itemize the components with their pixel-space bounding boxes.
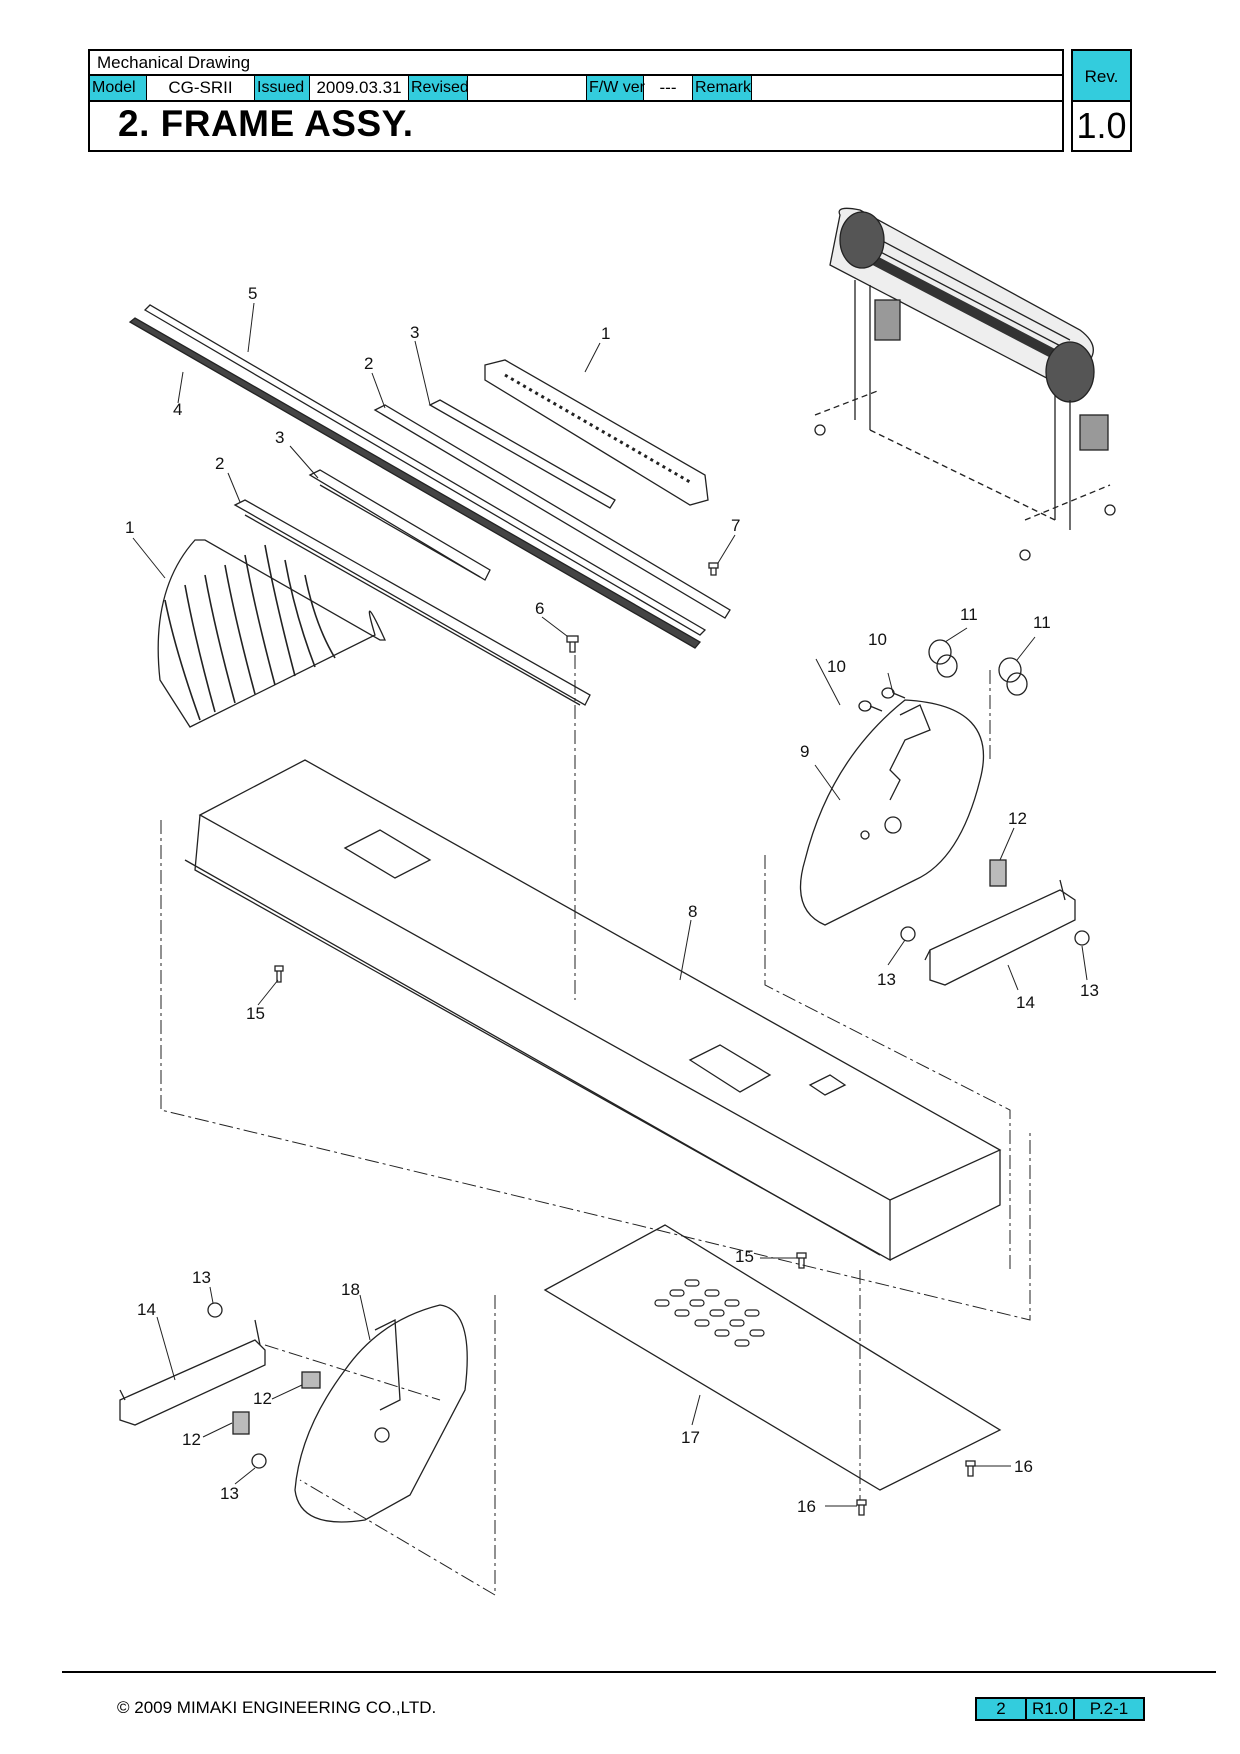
callout-12a: 12 xyxy=(1008,809,1027,828)
rev-value: 1.0 xyxy=(1076,105,1127,146)
callout-11a: 11 xyxy=(960,605,978,624)
fw-label: F/W ver xyxy=(586,76,645,100)
part-16-screw-b xyxy=(856,1499,867,1516)
part-17-bottom-plate xyxy=(543,1224,1002,1491)
part-12-pad-left-a xyxy=(301,1371,321,1389)
part-14-bracket-right xyxy=(924,879,1076,986)
part-13-screw-right-b xyxy=(1074,930,1090,946)
part-14-bracket-left xyxy=(119,1319,266,1426)
callout-1a: 1 xyxy=(601,324,610,343)
callout-15b: 15 xyxy=(735,1247,754,1266)
part-13-screw-right-a xyxy=(900,926,916,942)
part-15-screw-b xyxy=(796,1252,807,1269)
page-ref: P.2-1 xyxy=(1075,1699,1143,1719)
callout-12c: 12 xyxy=(182,1430,201,1449)
part-15-screw-a xyxy=(274,965,284,983)
callout-18: 18 xyxy=(341,1280,360,1299)
plotter-thumbnail xyxy=(814,207,1116,561)
revision-box: Rev. 1.0 xyxy=(1071,49,1132,152)
part-4-rail xyxy=(128,317,701,649)
part-11-bushing-a xyxy=(928,639,958,678)
doc-type-row: Mechanical Drawing xyxy=(90,51,1062,76)
model-value: CG-SRII xyxy=(168,78,233,97)
callout-13c: 13 xyxy=(192,1268,211,1287)
revised-value xyxy=(468,76,586,100)
assembly-guides xyxy=(160,655,1031,1596)
page-number: 2 xyxy=(977,1699,1027,1719)
callout-13d: 13 xyxy=(220,1484,239,1503)
callout-8: 8 xyxy=(688,902,697,921)
callout-13b: 13 xyxy=(1080,981,1099,1000)
callout-14b: 14 xyxy=(137,1300,156,1319)
part-5-rail xyxy=(143,304,707,636)
part-1-cover-upper xyxy=(484,359,709,506)
part-9-side-plate-right xyxy=(799,699,985,926)
callout-12b: 12 xyxy=(253,1389,272,1408)
part-1-cover-lower xyxy=(157,539,387,728)
part-7-screw xyxy=(708,562,719,576)
remark-label: Remark xyxy=(692,76,752,100)
callout-10a: 10 xyxy=(868,630,887,649)
revised-label: Revised xyxy=(408,76,469,100)
part-3-bracket-lower xyxy=(308,469,491,581)
callout-13a: 13 xyxy=(877,970,896,989)
callout-16b: 16 xyxy=(797,1497,816,1516)
part-13-screw-left-a xyxy=(207,1302,223,1318)
part-13-screw-left-b xyxy=(251,1453,267,1469)
model-label: Model xyxy=(90,76,147,100)
fw-value: --- xyxy=(659,78,677,97)
page-title: 2. FRAME ASSY. xyxy=(118,103,414,144)
info-row: Model CG-SRII Issued 2009.03.31 Revised … xyxy=(90,76,1062,102)
callout-9: 9 xyxy=(800,742,809,761)
callout-15a: 15 xyxy=(246,1004,265,1023)
title-block: Mechanical Drawing Model CG-SRII Issued … xyxy=(88,49,1064,152)
callout-3a: 3 xyxy=(410,323,419,342)
page-revision: R1.0 xyxy=(1027,1699,1075,1719)
callout-16a: 16 xyxy=(1014,1457,1033,1476)
part-3-bracket-upper xyxy=(428,399,616,509)
callout-10b: 10 xyxy=(827,657,846,676)
callout-5: 5 xyxy=(248,284,257,303)
part-12-pad-right xyxy=(989,859,1007,887)
leader-lines xyxy=(132,302,1088,1507)
part-6-screw xyxy=(566,635,579,653)
callout-11b: 11 xyxy=(1033,613,1051,632)
issued-value: 2009.03.31 xyxy=(316,78,402,97)
callout-6: 6 xyxy=(535,599,544,618)
part-11-bushing-b xyxy=(998,657,1028,696)
callout-numbers: 5 3 1 2 4 3 2 1 7 6 8 9 10 10 11 11 12 1… xyxy=(125,284,1099,1516)
callout-4: 4 xyxy=(173,400,182,419)
part-16-screw-a xyxy=(965,1460,976,1477)
callout-3b: 3 xyxy=(275,428,284,447)
part-2-bracket-upper xyxy=(373,404,731,619)
remark-value xyxy=(752,76,1052,100)
callout-14a: 14 xyxy=(1016,993,1035,1012)
part-18-side-plate-left xyxy=(294,1304,468,1523)
page-indicator: 2 R1.0 P.2-1 xyxy=(975,1697,1145,1721)
exploded-frame-drawing: 5 3 1 2 4 3 2 1 7 6 8 9 10 10 11 11 12 1… xyxy=(119,207,1116,1596)
callout-7: 7 xyxy=(731,516,740,535)
part-12-pad-left-b xyxy=(232,1411,250,1435)
issued-label: Issued xyxy=(254,76,310,100)
callout-2a: 2 xyxy=(364,354,373,373)
callout-2b: 2 xyxy=(215,454,224,473)
doc-type: Mechanical Drawing xyxy=(97,53,251,72)
part-2-bracket-lower xyxy=(233,499,591,706)
callout-17: 17 xyxy=(681,1428,700,1447)
part-10-screw-b xyxy=(858,700,883,712)
footer-rule xyxy=(62,1671,1216,1673)
rev-label: Rev. xyxy=(1073,51,1130,102)
part-8-main-frame xyxy=(184,759,1002,1262)
callout-1b: 1 xyxy=(125,518,134,537)
copyright: © 2009 MIMAKI ENGINEERING CO.,LTD. xyxy=(117,1698,437,1717)
part-10-screw-a xyxy=(881,687,906,699)
